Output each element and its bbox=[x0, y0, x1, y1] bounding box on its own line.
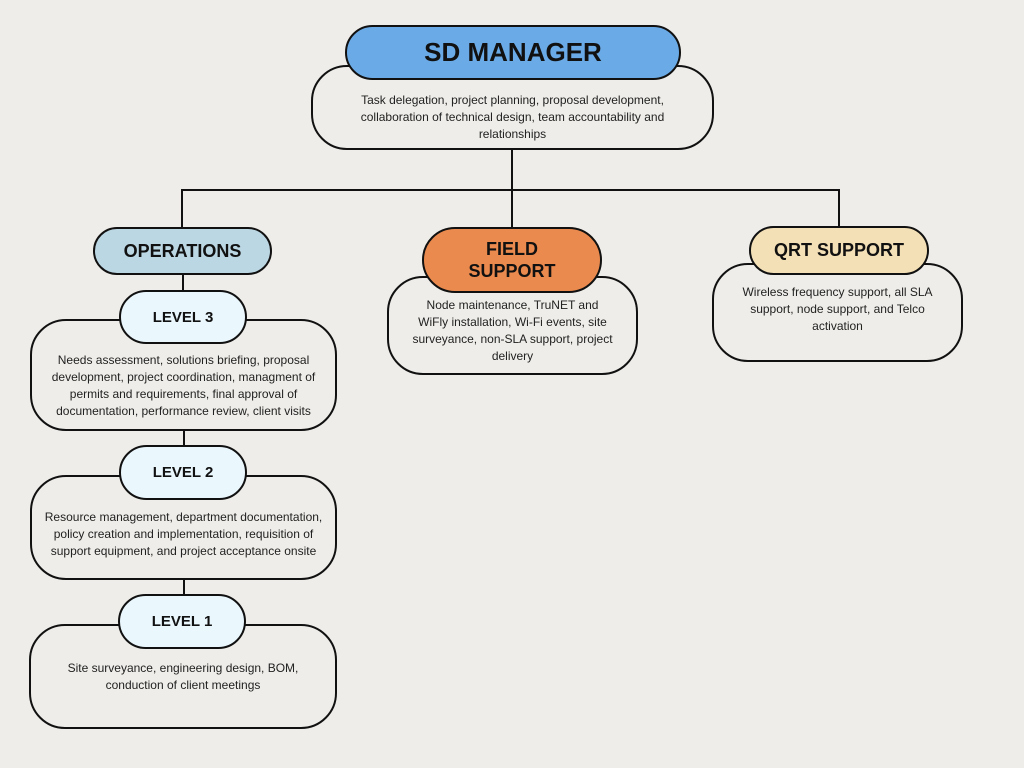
field-support-description: Node maintenance, TruNET and WiFly insta… bbox=[412, 297, 613, 363]
connector-ops-level3 bbox=[182, 273, 184, 293]
level2-node[interactable]: LEVEL 2 bbox=[119, 445, 247, 500]
level1-description: Site surveyance, engineering design, BOM… bbox=[67, 660, 299, 692]
connector-level3-level2 bbox=[183, 429, 185, 447]
level1-title: LEVEL 1 bbox=[151, 613, 213, 630]
operations-node[interactable]: OPERATIONS bbox=[93, 227, 272, 275]
manager-title: SD MANAGER bbox=[424, 37, 602, 67]
manager-description: Task delegation, project planning, propo… bbox=[360, 93, 665, 141]
connector-operations bbox=[181, 189, 183, 229]
level2-description: Resource management, department document… bbox=[44, 510, 323, 558]
field-support-title-line2: SUPPORT bbox=[468, 261, 556, 281]
connector-horizontal bbox=[181, 189, 840, 191]
operations-title: OPERATIONS bbox=[123, 240, 242, 261]
qrt-support-description-box: Wireless frequency support, all SLA supp… bbox=[712, 263, 963, 362]
manager-node[interactable]: SD MANAGER bbox=[345, 25, 681, 80]
field-support-node[interactable]: FIELD SUPPORT bbox=[422, 227, 602, 293]
level1-node[interactable]: LEVEL 1 bbox=[118, 594, 246, 649]
level3-title: LEVEL 3 bbox=[152, 308, 214, 326]
level3-description: Needs assessment, solutions briefing, pr… bbox=[51, 353, 316, 418]
level2-title: LEVEL 2 bbox=[152, 464, 214, 481]
qrt-support-description: Wireless frequency support, all SLA supp… bbox=[742, 285, 933, 333]
qrt-support-title: QRT SUPPORT bbox=[773, 240, 904, 260]
qrt-support-node[interactable]: QRT SUPPORT bbox=[749, 226, 929, 275]
connector-qrt bbox=[838, 189, 840, 229]
level3-node[interactable]: LEVEL 3 bbox=[119, 290, 247, 344]
field-support-title-line1: FIELD bbox=[486, 239, 538, 259]
connector-level2-level1 bbox=[183, 578, 185, 596]
